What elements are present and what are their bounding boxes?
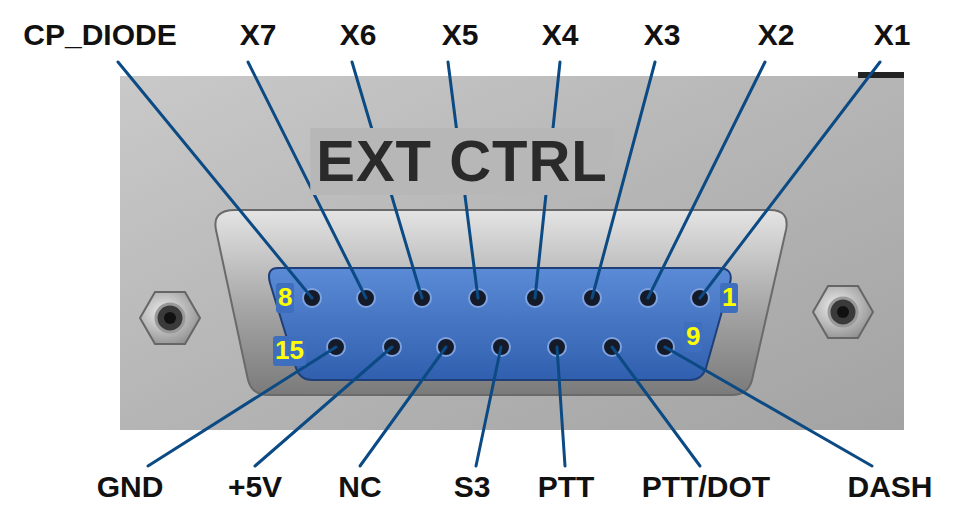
signal-name: X5 bbox=[442, 18, 479, 53]
pin-number: 1 bbox=[720, 283, 738, 313]
signal-name: S3 bbox=[454, 470, 491, 505]
signal-name: X3 bbox=[644, 18, 681, 53]
pin-number: 15 bbox=[273, 336, 306, 366]
signal-name: X2 bbox=[758, 18, 795, 53]
signal-name: X1 bbox=[874, 18, 911, 53]
signal-name: +5V bbox=[228, 470, 282, 505]
leader-line bbox=[118, 62, 880, 466]
signal-name: DASH bbox=[847, 470, 932, 505]
signal-name: X6 bbox=[340, 18, 377, 53]
panel bbox=[120, 76, 904, 430]
signal-name: NC bbox=[338, 470, 381, 505]
hex-standoff bbox=[140, 292, 200, 344]
signal-name: CP_DIODE bbox=[23, 18, 176, 53]
signal-name: X7 bbox=[240, 18, 277, 53]
panel-edge bbox=[858, 72, 904, 78]
panel-legend: EXT CTRL bbox=[310, 128, 614, 195]
signal-name: GND bbox=[97, 470, 164, 505]
connector-insulator bbox=[269, 268, 731, 380]
signal-name: PTT/DOT bbox=[642, 470, 770, 505]
signal-name: PTT bbox=[538, 470, 595, 505]
pin-number: 9 bbox=[684, 322, 702, 352]
hex-standoff bbox=[813, 286, 873, 338]
signal-name: X4 bbox=[542, 18, 579, 53]
pin-number: 8 bbox=[276, 283, 294, 313]
